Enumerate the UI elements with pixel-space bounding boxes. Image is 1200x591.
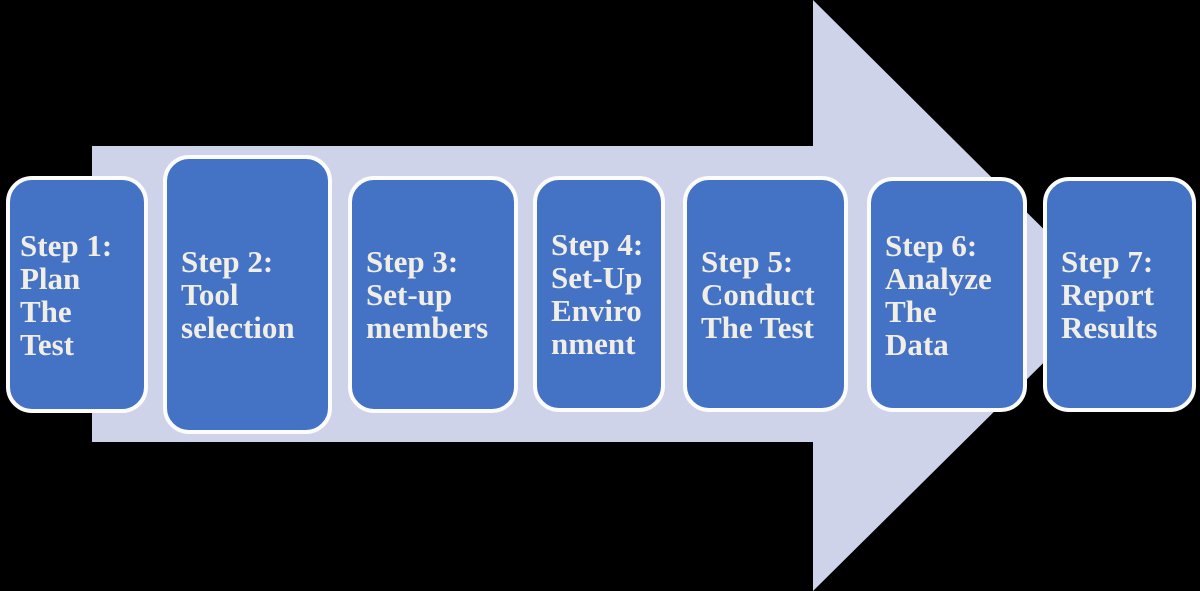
step-4-label: Step 4: Set-Up Enviro nment	[551, 227, 644, 361]
step-box-3: Step 3: Set-up members	[348, 176, 518, 413]
step-5-label: Step 5: Conduct The Test	[701, 243, 815, 345]
step-box-5: Step 5: Conduct The Test	[683, 176, 848, 412]
step-3-label: Step 3: Set-up members	[366, 244, 489, 345]
step-box-7: Step 7: Report Results	[1043, 177, 1196, 412]
step-7-label: Step 7: Report Results	[1061, 244, 1158, 345]
step-6-label: Step 6: Analyze The Data	[885, 227, 992, 362]
step-1-label: Step 1: Plan The Test	[20, 227, 113, 362]
step-box-4: Step 4: Set-Up Enviro nment	[533, 176, 665, 412]
step-box-1: Step 1: Plan The Test	[6, 176, 148, 413]
step-2-label: Step 2: Tool selection	[181, 244, 295, 345]
step-box-2: Step 2: Tool selection	[163, 155, 332, 434]
step-box-6: Step 6: Analyze The Data	[867, 177, 1027, 412]
